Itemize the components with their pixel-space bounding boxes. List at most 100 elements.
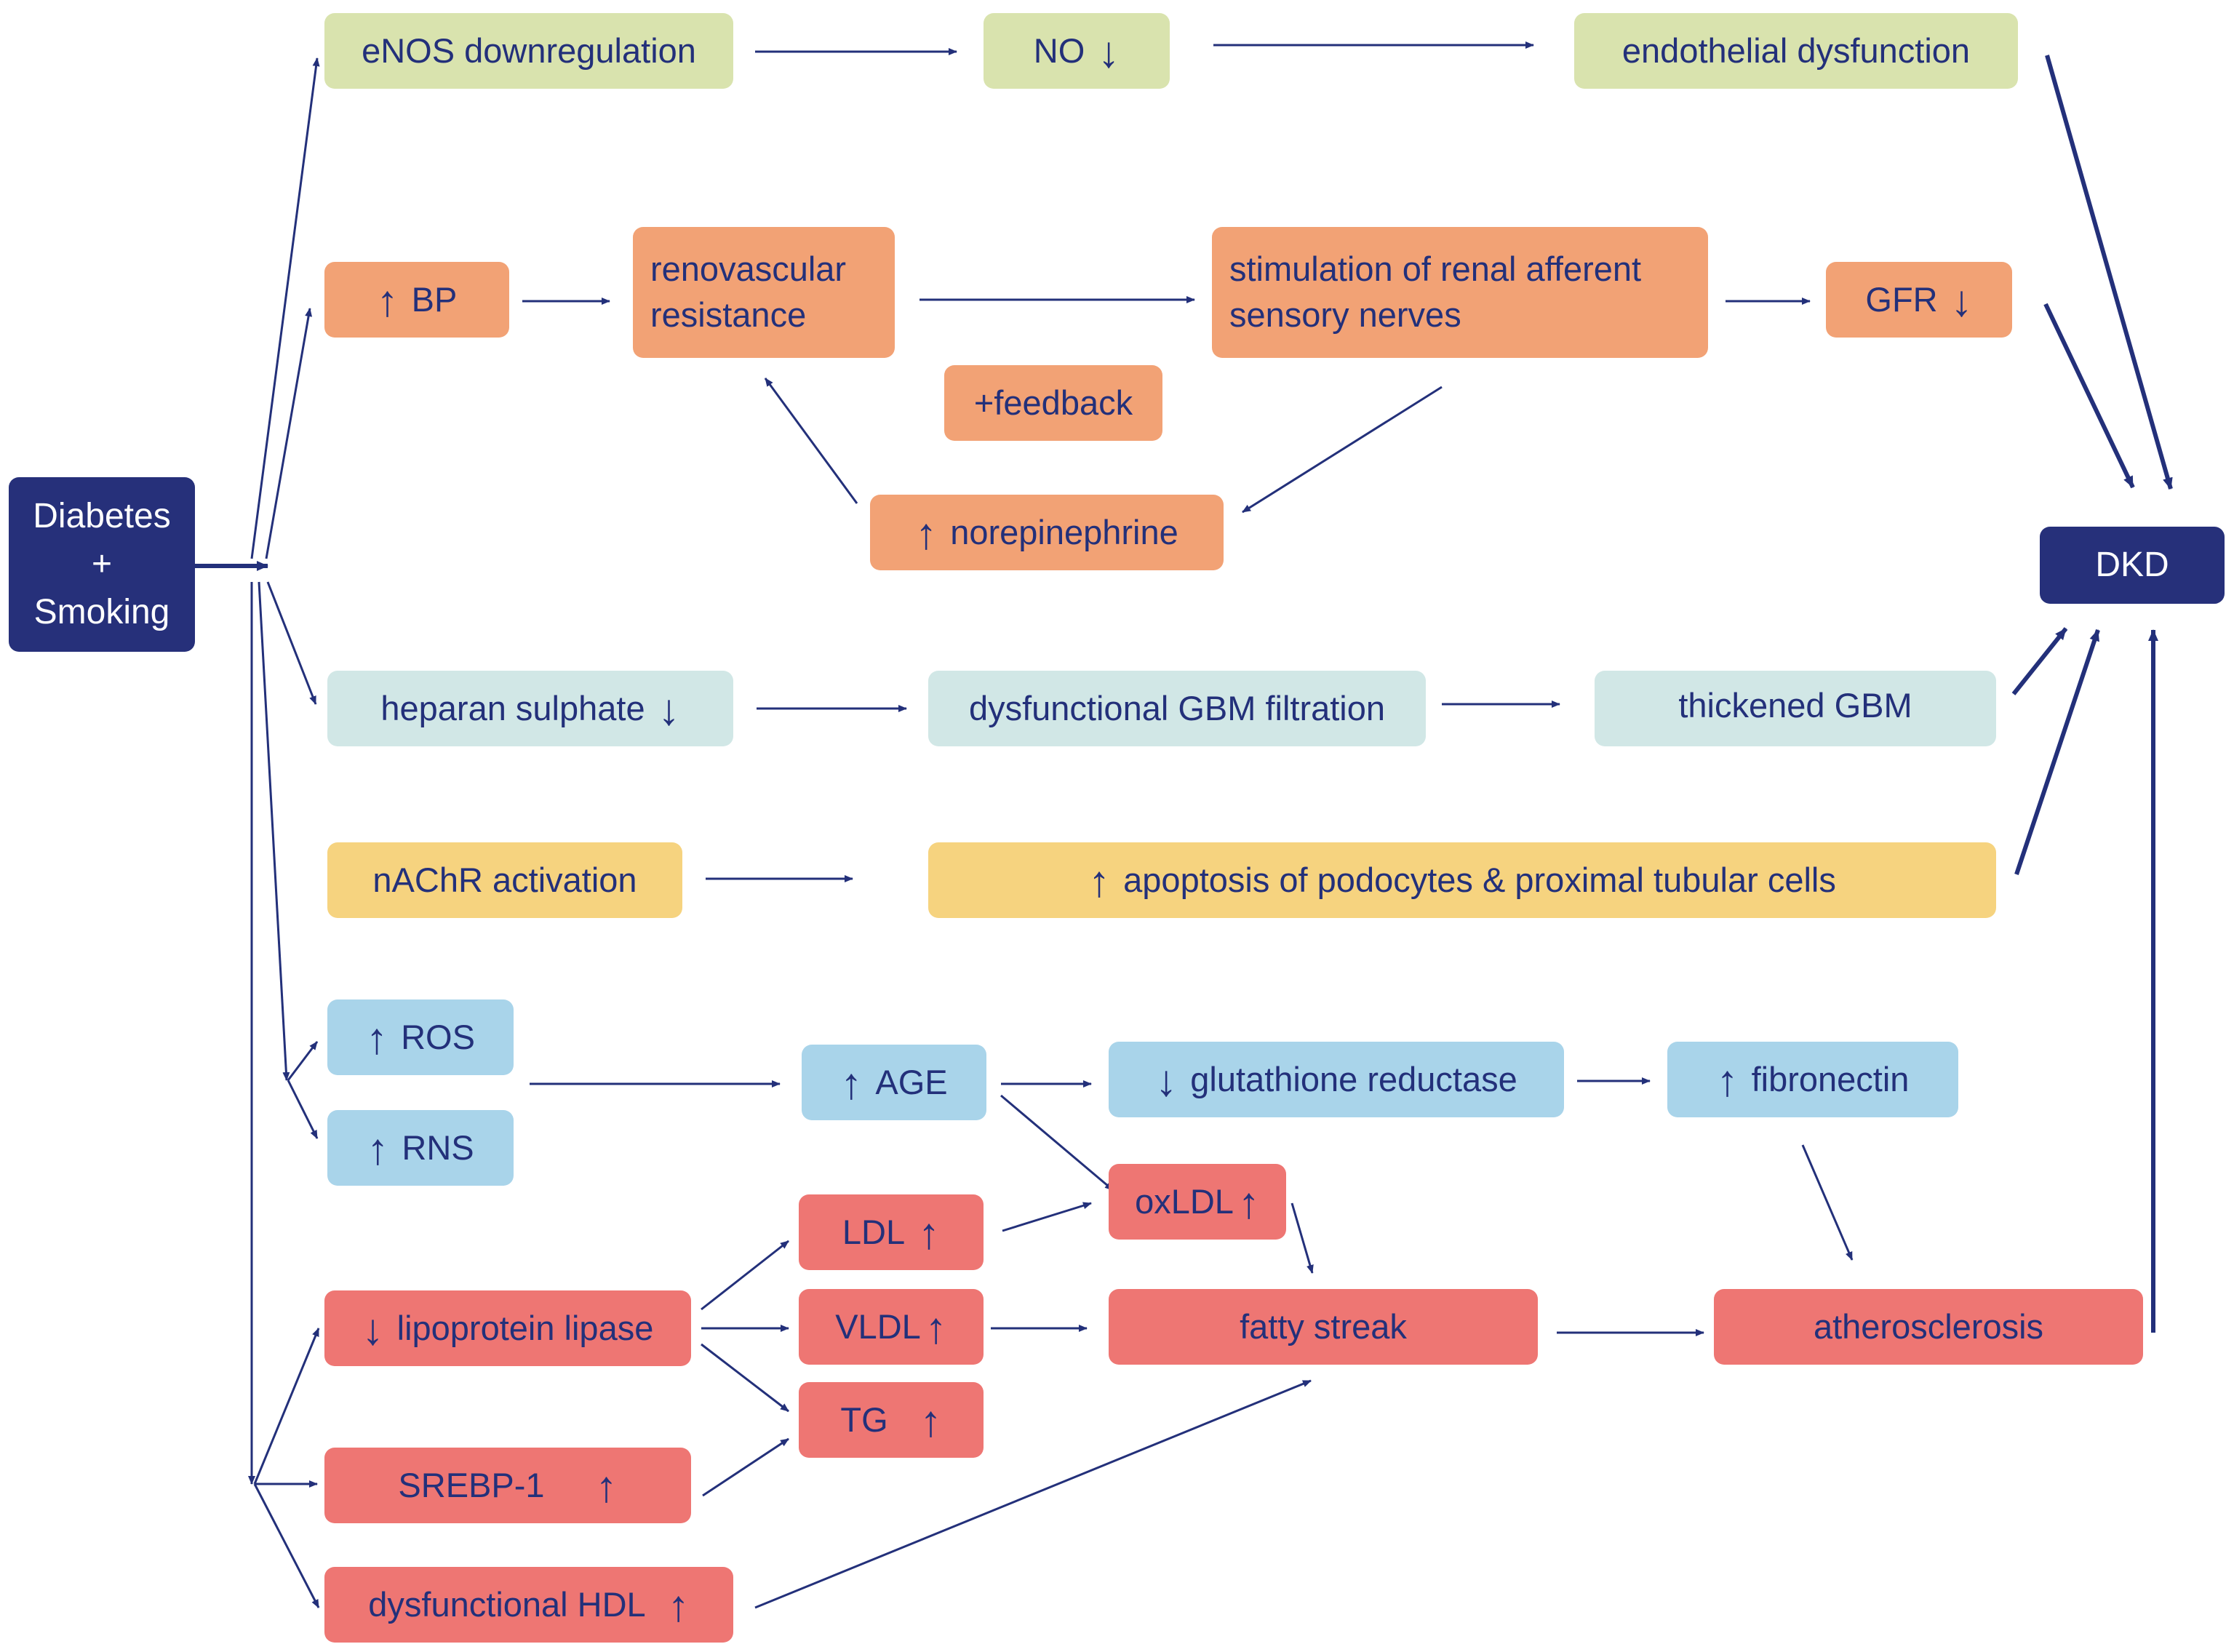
up-arrow-icon bbox=[1088, 857, 1110, 904]
down-arrow-icon bbox=[1098, 28, 1120, 75]
endothelial-label: endothelial dysfunction bbox=[1621, 31, 1971, 70]
down-arrow-icon bbox=[1951, 276, 1973, 324]
arrow-branch-to-ros bbox=[287, 1041, 319, 1081]
up-arrow-icon bbox=[366, 1014, 388, 1061]
oxldl-label: oxLDL bbox=[1135, 1181, 1234, 1221]
bp-node: BP bbox=[324, 262, 509, 338]
heparan-label: heparan sulphate bbox=[380, 688, 645, 727]
glutathione-label: glutathione reductase bbox=[1190, 1059, 1517, 1098]
atherosclerosis-node: atherosclerosis bbox=[1714, 1289, 2143, 1365]
stimulation-node: stimulation of renal afferent sensory ne… bbox=[1212, 227, 1708, 358]
dkd-node: DKD bbox=[2040, 527, 2225, 604]
down-arrow-icon bbox=[658, 685, 680, 733]
up-arrow-icon bbox=[1238, 1178, 1260, 1226]
nachr-node: nAChR activation bbox=[327, 842, 682, 918]
down-arrow-icon bbox=[362, 1305, 384, 1352]
ldl-label: LDL bbox=[842, 1212, 906, 1251]
stimulation-line2: sensory nerves bbox=[1229, 295, 1461, 334]
smoking-label: Smoking bbox=[33, 593, 170, 632]
ldl-node: LDL bbox=[799, 1194, 984, 1270]
arrow-apoptosis-to-dkd bbox=[2014, 629, 2100, 875]
up-arrow-icon bbox=[918, 1209, 940, 1256]
nachr-label: nAChR activation bbox=[372, 860, 637, 899]
no-node: NO bbox=[984, 13, 1170, 89]
dysfunctional-gbm-label: dysfunctional GBM filtration bbox=[968, 688, 1386, 727]
glutathione-node: glutathione reductase bbox=[1109, 1042, 1564, 1117]
arrow-endothelial-to-dkd bbox=[2045, 55, 2173, 490]
rns-label: RNS bbox=[402, 1128, 474, 1167]
arrow-lipase-to-tg bbox=[701, 1343, 789, 1413]
ros-label: ROS bbox=[401, 1017, 475, 1056]
arrow-age-to-oxldl bbox=[1000, 1094, 1114, 1192]
fibronectin-label: fibronectin bbox=[1751, 1059, 1910, 1098]
arrow-source-to-enos bbox=[250, 57, 320, 559]
renovascular-node: renovascular resistance bbox=[633, 227, 895, 358]
up-arrow-icon bbox=[1717, 1056, 1739, 1104]
up-arrow-icon bbox=[596, 1462, 618, 1509]
enos-node: eNOS downregulation bbox=[324, 13, 733, 89]
up-arrow-icon bbox=[377, 276, 399, 324]
arrow-gfr-to-dkd bbox=[2043, 303, 2135, 489]
up-arrow-icon bbox=[840, 1059, 862, 1106]
arrow-fibronectin-to-atherosclerosis bbox=[1801, 1144, 1854, 1261]
arrow-norepinephrine-to-renovascular bbox=[764, 378, 858, 504]
arrow-thickgbm-to-dkd bbox=[2011, 627, 2068, 695]
norepinephrine-label: norepinephrine bbox=[950, 512, 1178, 551]
arrow-hdl-to-fatty bbox=[754, 1379, 1312, 1609]
arrow-source-to-heparan bbox=[266, 581, 317, 705]
thickened-gbm-node: thickened GBM bbox=[1595, 671, 1996, 746]
arrow-source-to-ros bbox=[258, 581, 290, 1081]
arrow-stimulation-to-norepinephrine bbox=[1242, 386, 1443, 514]
rns-node: RNS bbox=[327, 1110, 514, 1186]
srebp-label: SREBP-1 bbox=[398, 1465, 545, 1504]
diabetes-smoking-node: Diabetes + Smoking bbox=[9, 477, 195, 652]
dysfunctional-gbm-node: dysfunctional GBM filtration bbox=[928, 671, 1426, 746]
oxldl-node: oxLDL bbox=[1109, 1164, 1286, 1240]
fatty-streak-node: fatty streak bbox=[1109, 1289, 1538, 1365]
arrow-branch-to-hdl bbox=[253, 1483, 320, 1608]
heparan-node: heparan sulphate bbox=[327, 671, 733, 746]
up-arrow-icon bbox=[920, 1397, 942, 1444]
lipoprotein-lipase-node: lipoprotein lipase bbox=[324, 1290, 691, 1366]
srebp-node: SREBP-1 bbox=[324, 1448, 691, 1523]
tg-node: TG bbox=[799, 1382, 984, 1458]
gfr-label: GFR bbox=[1865, 279, 1938, 319]
fatty-streak-label: fatty streak bbox=[1240, 1306, 1407, 1346]
arrow-lipase-to-ldl bbox=[701, 1240, 789, 1311]
apoptosis-label: apoptosis of podocytes & proximal tubula… bbox=[1123, 860, 1836, 899]
age-label: AGE bbox=[875, 1062, 948, 1101]
vldl-node: VLDL bbox=[799, 1289, 984, 1365]
arrow-branch-to-rns bbox=[287, 1080, 319, 1139]
thickened-gbm-label: thickened GBM bbox=[1678, 685, 1912, 725]
atherosclerosis-label: atherosclerosis bbox=[1813, 1306, 2044, 1346]
endothelial-node: endothelial dysfunction bbox=[1574, 13, 2018, 89]
up-arrow-icon bbox=[367, 1125, 388, 1172]
lipoprotein-lipase-label: lipoprotein lipase bbox=[396, 1308, 654, 1347]
ros-node: ROS bbox=[327, 999, 514, 1075]
apoptosis-node: apoptosis of podocytes & proximal tubula… bbox=[928, 842, 1996, 918]
bp-label: BP bbox=[411, 279, 458, 319]
arrow-branch-to-lipase bbox=[253, 1328, 320, 1485]
dysfunctional-hdl-node: dysfunctional HDL bbox=[324, 1567, 733, 1643]
down-arrow-icon bbox=[1155, 1056, 1177, 1104]
arrow-oxldl-to-fatty bbox=[1290, 1202, 1314, 1274]
tg-label: TG bbox=[840, 1400, 888, 1439]
feedback-node: +feedback bbox=[944, 365, 1162, 441]
up-arrow-icon bbox=[915, 509, 937, 556]
gfr-node: GFR bbox=[1826, 262, 2012, 338]
diabetes-label: Diabetes bbox=[33, 496, 171, 535]
dysfunctional-hdl-label: dysfunctional HDL bbox=[368, 1584, 646, 1624]
arrow-srebp-to-tg bbox=[702, 1437, 789, 1497]
stimulation-line1: stimulation of renal afferent bbox=[1229, 250, 1642, 289]
up-arrow-icon bbox=[925, 1304, 947, 1351]
up-arrow-icon bbox=[668, 1581, 690, 1629]
age-node: AGE bbox=[802, 1045, 986, 1120]
no-label: NO bbox=[1033, 31, 1085, 70]
vldl-label: VLDL bbox=[835, 1306, 921, 1346]
dkd-label: DKD bbox=[2095, 545, 2169, 584]
enos-label: eNOS downregulation bbox=[362, 31, 696, 70]
plus-label: + bbox=[91, 544, 113, 583]
norepinephrine-node: norepinephrine bbox=[870, 495, 1224, 570]
